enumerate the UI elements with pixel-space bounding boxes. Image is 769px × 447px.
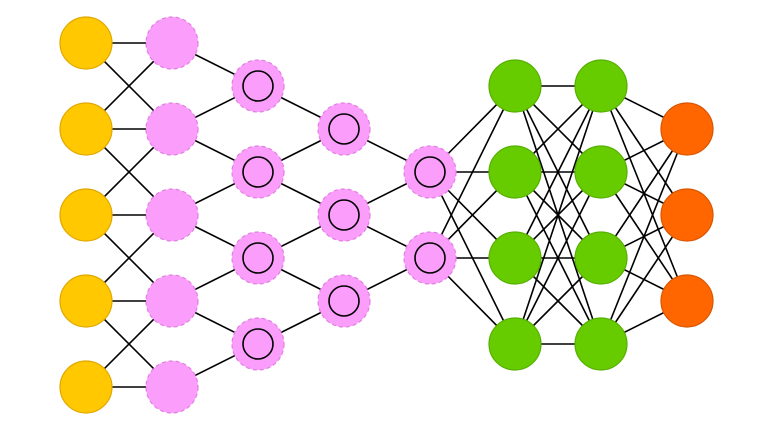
node-layer-5-2 <box>488 231 542 285</box>
edge-l6n3-l7n0 <box>600 128 688 345</box>
node-circle <box>403 145 457 199</box>
node-circle <box>145 274 199 328</box>
node-circle <box>488 317 542 371</box>
node-circle <box>574 317 628 371</box>
node-circle <box>145 102 199 156</box>
edge-l5n2-l6n0 <box>514 85 602 259</box>
ring-icon <box>242 156 274 188</box>
node-circle <box>317 188 371 242</box>
node-layer-1-2 <box>145 188 199 242</box>
node-layer-3-2 <box>317 274 371 328</box>
node-circle <box>403 231 457 285</box>
edge-l4n1-l5n0 <box>429 85 516 259</box>
node-circle <box>145 188 199 242</box>
node-circle <box>145 16 199 70</box>
node-circle <box>660 188 714 242</box>
node-layer-5-0 <box>488 59 542 113</box>
node-circle <box>231 231 285 285</box>
edge-l5n3-l6n1 <box>514 171 602 345</box>
node-layer-2-0 <box>231 59 285 113</box>
node-layer-5-1 <box>488 145 542 199</box>
node-circle <box>660 274 714 328</box>
node-circle <box>59 274 113 328</box>
node-circle <box>488 231 542 285</box>
node-layer-6-3 <box>574 317 628 371</box>
node-layer-7-1 <box>660 188 714 242</box>
ring-icon <box>414 156 446 188</box>
node-circle <box>59 102 113 156</box>
ring-icon <box>242 242 274 274</box>
node-circle <box>317 102 371 156</box>
node-layer-6-1 <box>574 145 628 199</box>
ring-icon <box>328 113 360 145</box>
nodes-group <box>59 16 714 414</box>
node-circle <box>660 102 714 156</box>
node-circle <box>574 59 628 113</box>
node-layer-2-2 <box>231 231 285 285</box>
node-circle <box>488 59 542 113</box>
node-circle <box>59 16 113 70</box>
node-circle <box>231 317 285 371</box>
node-layer-5-3 <box>488 317 542 371</box>
node-circle <box>317 274 371 328</box>
node-layer-0-2 <box>59 188 113 242</box>
node-layer-0-1 <box>59 102 113 156</box>
node-circle <box>59 360 113 414</box>
node-layer-2-3 <box>231 317 285 371</box>
node-layer-1-1 <box>145 102 199 156</box>
ring-icon <box>328 199 360 231</box>
ring-icon <box>242 328 274 360</box>
node-circle <box>574 145 628 199</box>
node-layer-7-0 <box>660 102 714 156</box>
node-circle <box>231 59 285 113</box>
edge-l5n3-l6n0 <box>514 85 602 345</box>
node-layer-2-1 <box>231 145 285 199</box>
node-layer-4-1 <box>403 231 457 285</box>
node-circle <box>574 231 628 285</box>
node-layer-1-0 <box>145 16 199 70</box>
node-layer-6-2 <box>574 231 628 285</box>
node-layer-3-1 <box>317 188 371 242</box>
ring-icon <box>328 285 360 317</box>
ring-icon <box>414 242 446 274</box>
node-circle <box>59 188 113 242</box>
node-layer-0-3 <box>59 274 113 328</box>
node-layer-7-2 <box>660 274 714 328</box>
node-layer-1-3 <box>145 274 199 328</box>
node-layer-6-0 <box>574 59 628 113</box>
node-circle <box>231 145 285 199</box>
node-layer-1-4 <box>145 360 199 414</box>
node-layer-0-0 <box>59 16 113 70</box>
node-circle <box>145 360 199 414</box>
node-layer-4-0 <box>403 145 457 199</box>
node-circle <box>488 145 542 199</box>
ring-icon <box>242 70 274 102</box>
node-layer-0-4 <box>59 360 113 414</box>
node-layer-3-0 <box>317 102 371 156</box>
